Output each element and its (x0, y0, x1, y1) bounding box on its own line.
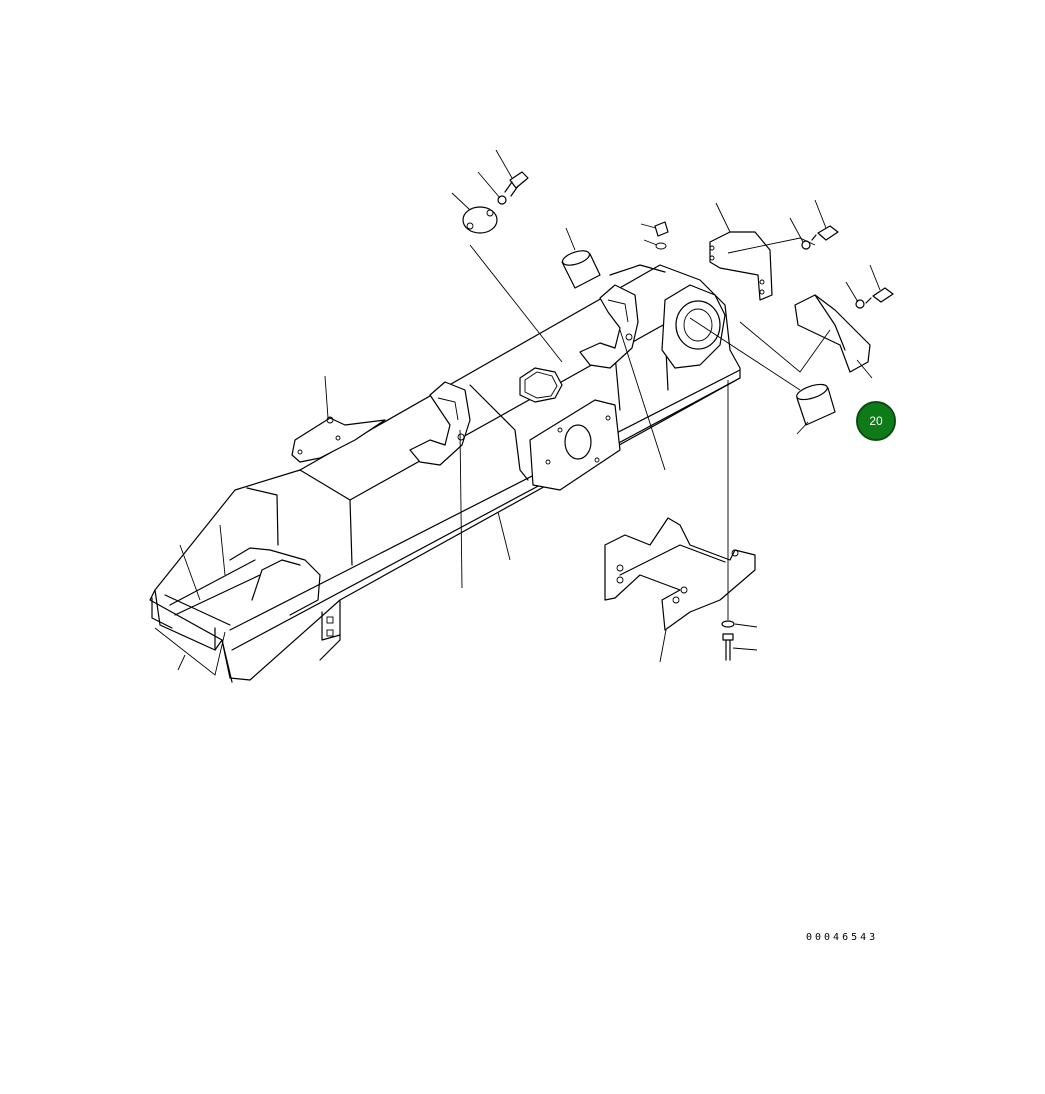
bushing-lower (796, 383, 836, 426)
lower-bolt (721, 620, 735, 661)
rear-bolt-upper (801, 225, 839, 250)
rear-bracket (709, 231, 773, 301)
idler-bracket-right (579, 284, 639, 369)
grease-fitting (654, 221, 669, 250)
callout-badge[interactable]: 20 (856, 401, 896, 441)
leader-lines (154, 149, 881, 676)
center-boss-plate (529, 399, 621, 491)
front-end-plates (151, 597, 341, 651)
lower-mount-bracket (604, 517, 756, 631)
track-frame-beam (149, 264, 741, 683)
cover-plate (462, 206, 498, 234)
bearing-housing (661, 284, 726, 369)
idler-bracket-left (409, 381, 471, 466)
cover-bolt (497, 171, 529, 205)
track-guard (794, 294, 871, 373)
drawing-number: 00046543 (806, 932, 879, 943)
rear-bolt-lower (855, 287, 894, 309)
bushing-upper (561, 250, 601, 289)
access-cover-opening (519, 367, 563, 403)
guard-mount-bracket (291, 416, 386, 463)
